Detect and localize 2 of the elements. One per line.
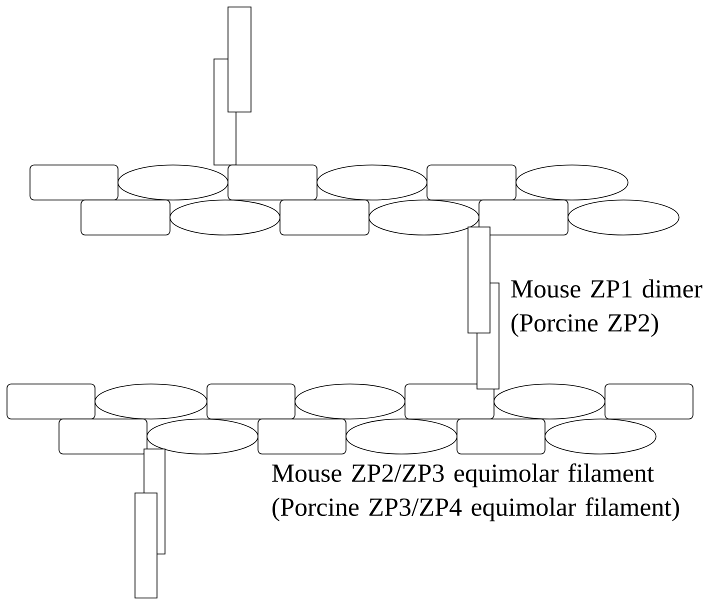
label: Mouse ZP1 dimer (Porcine ZP2)	[511, 279, 702, 337]
label: Mouse ZP2/ZP3 equimolar filament (Porcine ZP3/ZP4 equimolar filament)	[272, 463, 679, 522]
